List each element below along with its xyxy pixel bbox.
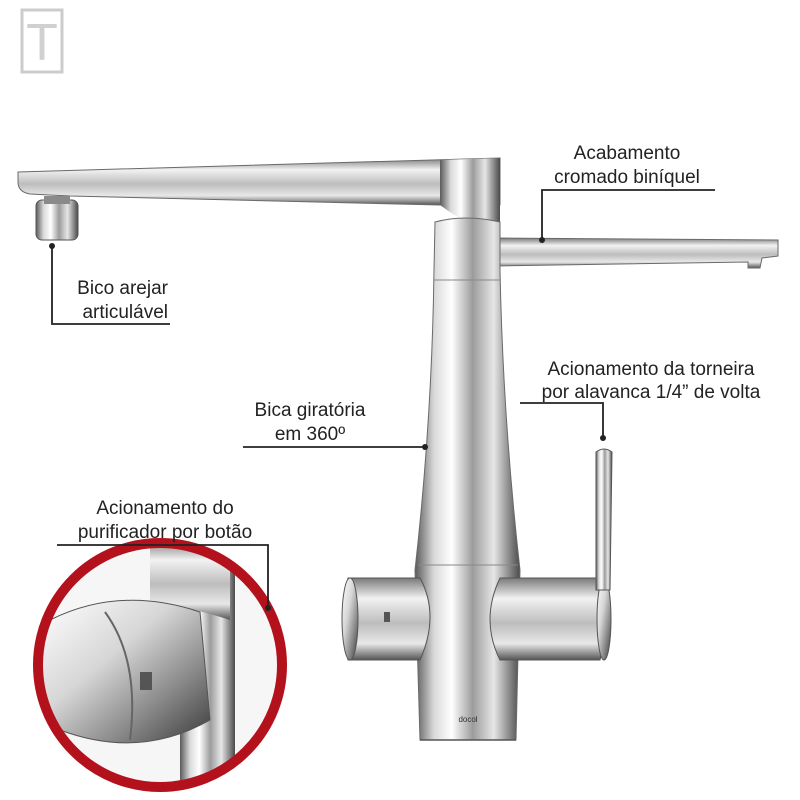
faucet-body-column: [414, 217, 521, 741]
aerator-nozzle: [35, 196, 79, 241]
logo-frame: [20, 8, 64, 74]
callout-swivel: Bica giratória em 360º: [255, 400, 366, 445]
highlight-ring: [33, 538, 287, 792]
callout-button-line1: Acionamento do: [96, 498, 233, 519]
main-spout-arm: [17, 157, 501, 206]
callout-button-line2: purificador por botão: [78, 522, 252, 543]
callout-button: Acionamento do purificador por botão: [78, 498, 252, 543]
brand-logo: T: [20, 8, 64, 74]
callout-lever-line1: Acionamento da torneira: [547, 359, 754, 380]
lever-housing: [489, 577, 612, 661]
purifier-spout-arm: [495, 237, 779, 269]
callout-aerator: Bico arejar articulável: [77, 278, 168, 323]
callout-leaders: [49, 189, 715, 611]
button-detail-zoom: [33, 538, 287, 792]
brand-mark: docol: [458, 715, 477, 724]
callout-swivel-line2: em 360º: [275, 424, 345, 445]
callout-aerator-line2: articulável: [82, 302, 168, 323]
lever-handle: [595, 448, 613, 591]
purifier-button-housing: [341, 577, 431, 661]
callout-finish-line2: cromado biníquel: [554, 167, 700, 188]
callout-finish: Acabamento cromado biníquel: [554, 143, 700, 188]
callout-swivel-line1: Bica giratória: [255, 400, 366, 421]
callout-lever-line2: por alavanca 1/4” de volta: [542, 382, 761, 403]
callout-aerator-line1: Bico arejar: [77, 278, 168, 299]
callout-lever: Acionamento da torneira por alavanca 1/4…: [542, 359, 761, 403]
faucet-illustration: docol: [17, 157, 779, 741]
spout-head: [440, 158, 500, 230]
logo-glyph: T: [26, 14, 58, 72]
callout-finish-line1: Acabamento: [574, 143, 681, 164]
